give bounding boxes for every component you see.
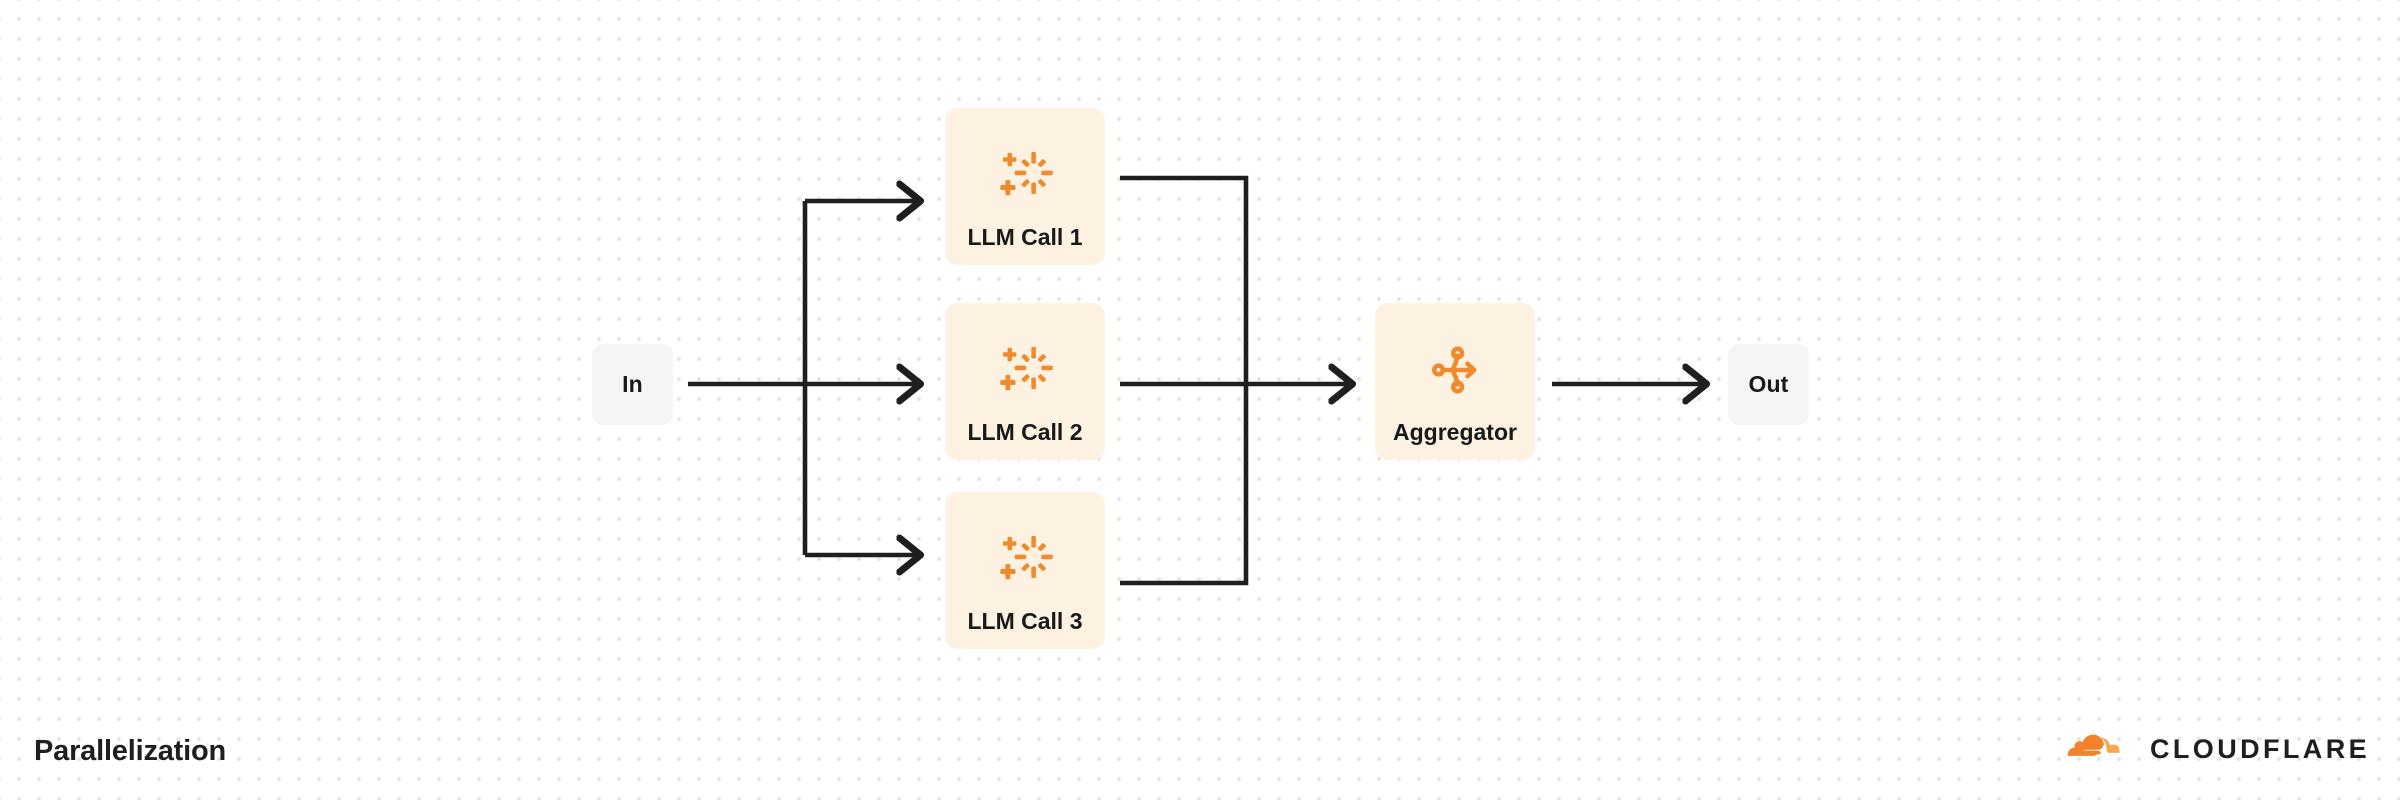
- cloudflare-cloud-logo: [2060, 732, 2134, 766]
- edge-llm3-to-fanin: [1120, 384, 1249, 586]
- node-aggregator-label: Aggregator: [1393, 419, 1517, 445]
- node-llm-call-2-label: LLM Call 2: [967, 419, 1083, 445]
- aggregator-merge-icon: [1426, 341, 1484, 399]
- sparkle-ai-icon: [996, 341, 1054, 399]
- node-llm-call-1[interactable]: LLM Call 1: [945, 108, 1105, 265]
- cloudflare-wordmark: CLOUDFLARE: [2150, 733, 2370, 764]
- edge-llm1-to-fanin: [1120, 175, 1249, 384]
- node-in-label: In: [622, 371, 643, 397]
- node-out-label: Out: [1748, 371, 1789, 397]
- node-llm-call-3-label: LLM Call 3: [967, 608, 1083, 634]
- node-aggregator[interactable]: Aggregator: [1375, 303, 1535, 460]
- node-llm-call-2[interactable]: LLM Call 2: [945, 303, 1105, 460]
- diagram-title: Parallelization: [34, 735, 227, 767]
- node-llm-call-3[interactable]: LLM Call 3: [945, 492, 1105, 649]
- sparkle-ai-icon: [996, 530, 1054, 588]
- cloudflare-brand: CLOUDFLARE: [2060, 732, 2370, 766]
- node-in[interactable]: In: [592, 344, 673, 425]
- node-out[interactable]: Out: [1728, 344, 1809, 425]
- sparkle-ai-icon: [996, 146, 1054, 204]
- node-llm-call-1-label: LLM Call 1: [967, 224, 1083, 250]
